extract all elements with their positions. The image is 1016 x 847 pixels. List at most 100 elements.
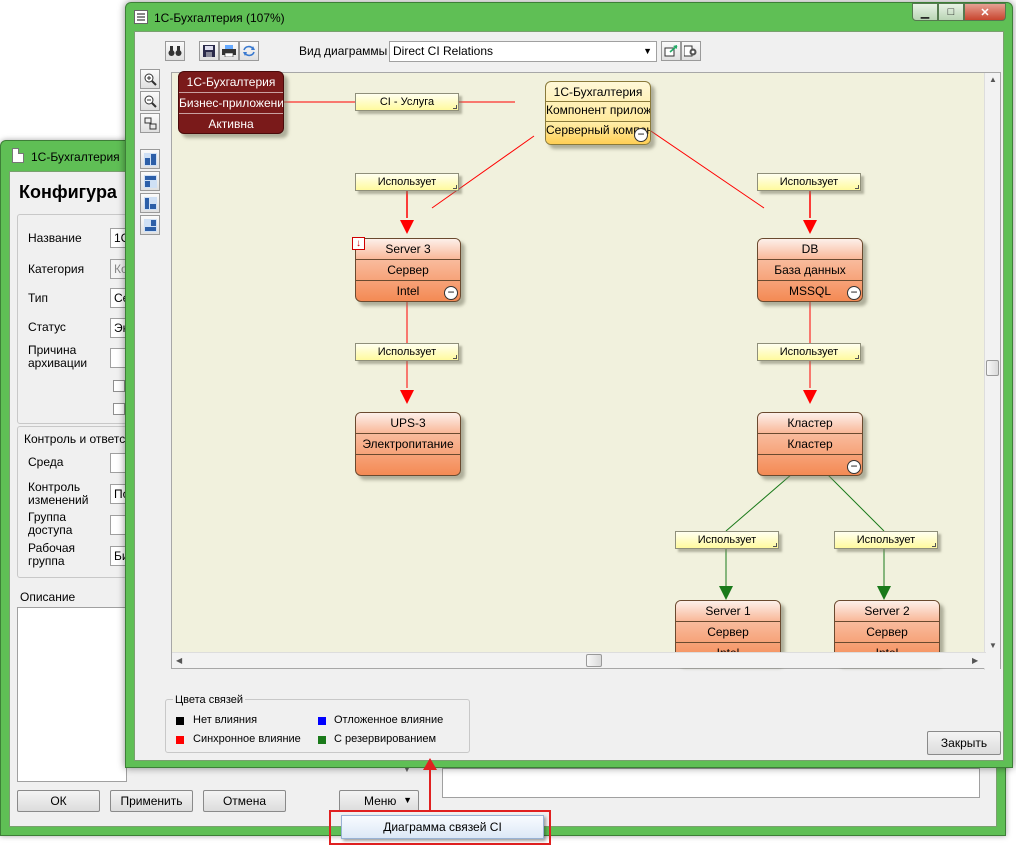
export-icon[interactable] xyxy=(661,41,681,61)
description-textarea[interactable] xyxy=(17,607,127,782)
layout-3-icon[interactable] xyxy=(140,193,160,213)
link-cluster-server2 xyxy=(826,473,885,532)
node-cluster-name: Кластер xyxy=(758,413,862,434)
relation-label-uses[interactable]: Использует xyxy=(834,531,938,549)
checkbox-2[interactable] xyxy=(113,403,125,415)
collapse-icon[interactable]: − xyxy=(847,460,861,474)
layout-4-icon[interactable] xyxy=(140,215,160,235)
node-component-name: 1С-Бухгалтерия xyxy=(546,82,650,102)
node-server1-category: Сервер xyxy=(676,622,780,643)
arrow-server1 xyxy=(719,586,733,600)
horizontal-scroll-thumb[interactable] xyxy=(586,654,602,667)
legend-text-redundant: С резервированием xyxy=(334,733,437,745)
layout-2-icon[interactable] xyxy=(140,171,160,191)
diagram-canvas[interactable]: 1С-Бухгалтерия Бизнес-приложения Активна… xyxy=(171,71,1001,670)
node-ups-category: Электропитание xyxy=(356,434,460,455)
zoom-in-icon[interactable] xyxy=(140,69,160,89)
scroll-left-icon[interactable]: ◀ xyxy=(176,656,183,665)
ok-button[interactable]: ОК xyxy=(17,790,100,812)
diagram-type-value: Direct CI Relations xyxy=(393,44,494,58)
legend-text-none: Нет влияния xyxy=(193,714,258,726)
relation-label-uses[interactable]: Использует xyxy=(757,173,861,191)
vertical-scroll-thumb[interactable] xyxy=(986,360,999,376)
field-label-work-group: Рабочая группа xyxy=(28,541,75,568)
scroll-down-icon[interactable]: ▼ xyxy=(989,641,997,650)
settings-icon[interactable] xyxy=(681,41,701,61)
node-ups[interactable]: UPS-3 Электропитание xyxy=(355,412,461,476)
diagram-type-select[interactable]: Direct CI Relations ▼ xyxy=(389,41,657,62)
node-server3[interactable]: Server 3 Сервер Intel xyxy=(355,238,461,302)
link-cluster-server1 xyxy=(725,473,793,532)
scroll-up-icon[interactable]: ▲ xyxy=(989,75,997,84)
context-menu-item-ci-diagram[interactable]: Диаграмма связей CI xyxy=(341,815,544,839)
collapse-icon[interactable]: − xyxy=(444,286,458,300)
callout-arrow xyxy=(423,758,437,812)
diagram-window: 1С-Бухгалтерия (107%) ▁ □ ✕ Вид диаграмм… xyxy=(125,2,1013,768)
relation-label-uses[interactable]: Использует xyxy=(355,173,459,191)
save-icon[interactable] xyxy=(199,41,219,61)
vertical-scrollbar[interactable]: ▲ ▼ xyxy=(984,73,1000,670)
node-component-type: Серверный компонент xyxy=(546,122,650,144)
description-label: Описание xyxy=(20,590,76,604)
minimize-button[interactable]: ▁ xyxy=(912,3,938,21)
back-window-title: 1С-Бухгалтерия xyxy=(31,150,120,164)
node-server3-name: Server 3 xyxy=(356,239,460,260)
field-label-change-control: Контроль изменений xyxy=(28,480,89,507)
horizontal-scrollbar[interactable]: ◀ ▶ xyxy=(172,652,986,668)
node-service-category: Бизнес-приложения xyxy=(179,93,283,114)
category-field[interactable]: Ко xyxy=(110,259,128,279)
node-server3-model: Intel xyxy=(396,284,420,298)
node-service-name: 1С-Бухгалтерия xyxy=(179,72,283,93)
relation-label-uses[interactable]: Использует xyxy=(675,531,779,549)
node-db[interactable]: DB База данных MSSQL xyxy=(757,238,863,302)
close-button[interactable]: Закрыть xyxy=(927,731,1001,755)
chevron-down-icon: ▼ xyxy=(403,795,412,805)
node-service[interactable]: 1С-Бухгалтерия Бизнес-приложения Активна xyxy=(178,71,284,134)
legend-group xyxy=(165,699,470,753)
node-service-status: Активна xyxy=(208,117,254,131)
field-label-type: Тип xyxy=(28,291,49,305)
change-control-field[interactable]: По xyxy=(110,484,128,504)
maximize-button[interactable]: □ xyxy=(938,3,964,21)
status-field[interactable]: Эк xyxy=(110,318,128,338)
checkbox-1[interactable] xyxy=(113,380,125,392)
diagram-type-label: Вид диаграммы xyxy=(299,44,388,58)
node-component-category: Компонент приложения xyxy=(546,102,650,122)
control-group-title: Контроль и ответст xyxy=(24,432,131,446)
legend-swatch-redundant xyxy=(318,736,326,744)
relation-label-uses[interactable]: Использует xyxy=(355,343,459,361)
app-icon xyxy=(134,10,148,24)
scroll-right-icon[interactable]: ▶ xyxy=(972,656,979,665)
link-component-server3 xyxy=(431,135,535,209)
binoculars-icon[interactable] xyxy=(165,41,185,61)
collapse-icon[interactable]: − xyxy=(634,128,648,142)
close-window-button[interactable]: ✕ xyxy=(964,3,1006,21)
zoom-out-icon[interactable] xyxy=(140,91,160,111)
relation-label-ci-service[interactable]: CI - Услуга xyxy=(355,93,459,111)
work-group-field[interactable]: Би xyxy=(110,546,128,566)
callout-highlight xyxy=(329,810,551,845)
collapse-icon[interactable]: − xyxy=(847,286,861,300)
legend-swatch-sync xyxy=(176,736,184,744)
cancel-button[interactable]: Отмена xyxy=(203,790,286,812)
layout-1-icon[interactable] xyxy=(140,149,160,169)
apply-button[interactable]: Применить xyxy=(110,790,193,812)
node-cluster[interactable]: Кластер Кластер xyxy=(757,412,863,476)
diagram-window-title: 1С-Бухгалтерия (107%) xyxy=(154,11,285,25)
type-field[interactable]: Се xyxy=(110,288,128,308)
relation-label-uses[interactable]: Использует xyxy=(757,343,861,361)
legend-swatch-deferred xyxy=(318,717,326,725)
arrow-server3 xyxy=(400,220,414,234)
textarea-scroll-down[interactable]: ▼ xyxy=(403,765,411,774)
field-label-name: Название xyxy=(28,231,82,245)
name-field[interactable]: 1С xyxy=(110,228,128,248)
expand-up-icon[interactable]: ↓ xyxy=(352,237,365,250)
node-component[interactable]: 1С-Бухгалтерия Компонент приложения Серв… xyxy=(545,81,651,145)
menu-button[interactable]: Меню ▼ xyxy=(339,790,419,812)
fit-icon[interactable] xyxy=(140,113,160,133)
field-label-access-group: Группа доступа xyxy=(28,510,73,537)
refresh-icon[interactable] xyxy=(239,41,259,61)
arrow-ups xyxy=(400,390,414,404)
print-icon[interactable] xyxy=(219,41,239,61)
node-cluster-category: Кластер xyxy=(758,434,862,455)
